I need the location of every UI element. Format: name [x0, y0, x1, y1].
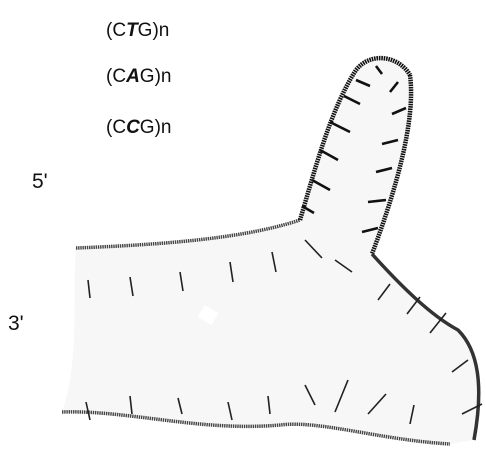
hairpin-diagram	[0, 0, 486, 452]
